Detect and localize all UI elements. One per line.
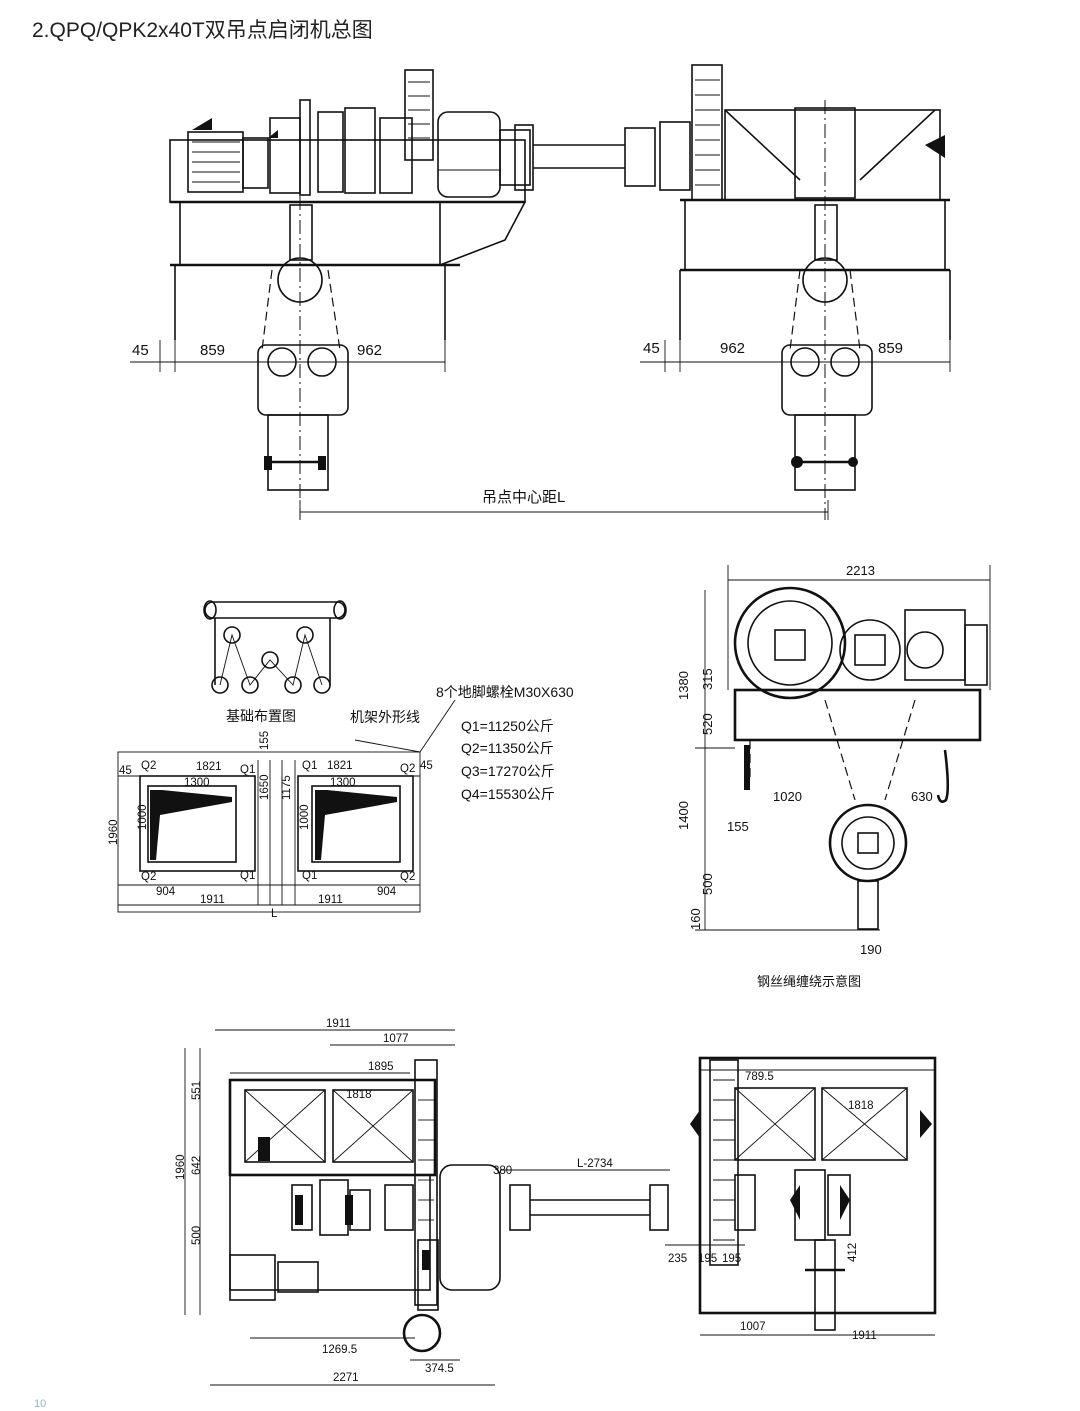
pv-412: 412 bbox=[847, 1243, 859, 1262]
pv-500-left: 500 bbox=[191, 1226, 203, 1245]
dim-962-right: 962 bbox=[720, 340, 745, 357]
rv-160: 160 bbox=[688, 908, 703, 930]
frame-outline-label: 机架外形线 bbox=[350, 709, 420, 725]
pv-1911-right: 1911 bbox=[852, 1330, 877, 1342]
fd-904-left: 904 bbox=[156, 886, 176, 898]
rv-1400: 1400 bbox=[676, 801, 691, 830]
pv-L-2734: L-2734 bbox=[577, 1158, 613, 1170]
pv-374-5: 374.5 bbox=[425, 1363, 454, 1375]
dim-45-right: 45 bbox=[643, 340, 660, 357]
plan-view-left: 1911 1077 1895 1818 551 bbox=[175, 1018, 501, 1386]
fd-q2-br: Q2 bbox=[400, 871, 415, 883]
load-q4: Q4=15530公斤 bbox=[461, 786, 555, 802]
fd-1821-right: 1821 bbox=[327, 760, 353, 772]
plan-shaft: 380 L-2734 bbox=[493, 1158, 670, 1231]
fd-155: 155 bbox=[259, 731, 271, 750]
fd-1911-left: 1911 bbox=[200, 894, 225, 906]
top-right-dims: 45 962 859 bbox=[640, 340, 951, 372]
rv-1380: 1380 bbox=[676, 671, 691, 700]
center-distance-dim: 吊点中心距L bbox=[299, 489, 829, 520]
fd-L: L bbox=[271, 908, 278, 920]
rv-630: 630 bbox=[911, 789, 933, 804]
fd-1000-left: 1000 bbox=[137, 804, 149, 830]
fd-904-right: 904 bbox=[377, 886, 397, 898]
top-left-dims: 45 859 962 bbox=[130, 340, 446, 372]
rv-520: 520 bbox=[700, 713, 715, 735]
pv-1269-5: 1269.5 bbox=[322, 1344, 357, 1356]
fd-q1-tr: Q1 bbox=[302, 760, 317, 772]
pv-195-b: 195 bbox=[722, 1253, 741, 1265]
rv-190: 190 bbox=[860, 942, 882, 957]
fd-1300-left: 1300 bbox=[184, 777, 210, 789]
rv-155: 155 bbox=[727, 819, 749, 834]
pv-1007: 1007 bbox=[740, 1321, 766, 1333]
pv-235: 235 bbox=[668, 1253, 687, 1265]
page-number: 10 bbox=[34, 1398, 47, 1410]
pv-1911-left: 1911 bbox=[326, 1018, 351, 1030]
dim-962-left: 962 bbox=[357, 342, 382, 359]
rope-winding-caption: 钢丝绳缠绕示意图 bbox=[757, 974, 861, 989]
load-q3: Q3=17270公斤 bbox=[461, 763, 555, 779]
pv-789-5: 789.5 bbox=[745, 1071, 774, 1083]
fd-1000-right: 1000 bbox=[299, 804, 311, 830]
rv-315: 315 bbox=[700, 668, 715, 690]
page-title: 2.QPQ/QPK2x40T双吊点启闭机总图 bbox=[32, 19, 373, 42]
foundation-layout: 机架外形线 8个地脚螺栓M30X630 Q1=11250公斤 Q2=11350公… bbox=[108, 684, 574, 920]
fd-1821-left: 1821 bbox=[196, 761, 222, 773]
fd-1175: 1175 bbox=[281, 775, 293, 800]
pv-1818-left: 1818 bbox=[346, 1089, 372, 1101]
pv-1960-left: 1960 bbox=[175, 1154, 187, 1180]
pv-1077: 1077 bbox=[383, 1033, 409, 1045]
top-right-hoist bbox=[624, 64, 951, 520]
pv-380: 380 bbox=[493, 1165, 512, 1177]
pv-1895: 1895 bbox=[368, 1061, 394, 1073]
pv-195-a: 195 bbox=[698, 1253, 717, 1265]
fd-q1-br: Q1 bbox=[302, 870, 317, 882]
pv-1818-right: 1818 bbox=[848, 1100, 874, 1112]
load-q2: Q2=11350公斤 bbox=[461, 740, 554, 756]
fd-q2-tl: Q2 bbox=[141, 760, 156, 772]
rope-winding-view: 2213 1380 315 520 1400 1020 630 155 500 … bbox=[676, 563, 991, 989]
fd-q2-bl: Q2 bbox=[141, 871, 156, 883]
rope-sketch-caption: 基础布置图 bbox=[226, 708, 296, 724]
fd-q1-tl: Q1 bbox=[240, 764, 255, 776]
pv-642: 642 bbox=[191, 1156, 203, 1175]
center-distance-label: 吊点中心距L bbox=[482, 489, 565, 506]
fd-45-right: 45 bbox=[420, 760, 433, 772]
fd-1300-right: 1300 bbox=[330, 777, 356, 789]
plan-view-right: 789.5 1818 235 195 195 412 1007 1911 bbox=[665, 1056, 937, 1342]
fd-1650: 1650 bbox=[259, 774, 271, 800]
dim-859-right: 859 bbox=[878, 340, 903, 357]
dim-45-left: 45 bbox=[132, 342, 149, 359]
dim-859-left: 859 bbox=[200, 342, 225, 359]
top-left-hoist bbox=[169, 69, 625, 520]
load-q1: Q1=11250公斤 bbox=[461, 718, 554, 734]
fd-45-left: 45 bbox=[119, 765, 132, 777]
rv-1020: 1020 bbox=[773, 789, 802, 804]
fd-q1-bl: Q1 bbox=[240, 870, 255, 882]
rope-reeving-sketch: 基础布置图 bbox=[203, 600, 347, 724]
pv-2271: 2271 bbox=[333, 1372, 359, 1384]
fd-1911-right: 1911 bbox=[318, 894, 343, 906]
rv-2213: 2213 bbox=[846, 563, 875, 578]
fd-q2-tr: Q2 bbox=[400, 763, 415, 775]
anchor-bolts-label: 8个地脚螺栓M30X630 bbox=[436, 684, 574, 700]
fd-1960: 1960 bbox=[108, 819, 120, 845]
pv-551: 551 bbox=[191, 1081, 203, 1100]
rv-500: 500 bbox=[700, 873, 715, 895]
